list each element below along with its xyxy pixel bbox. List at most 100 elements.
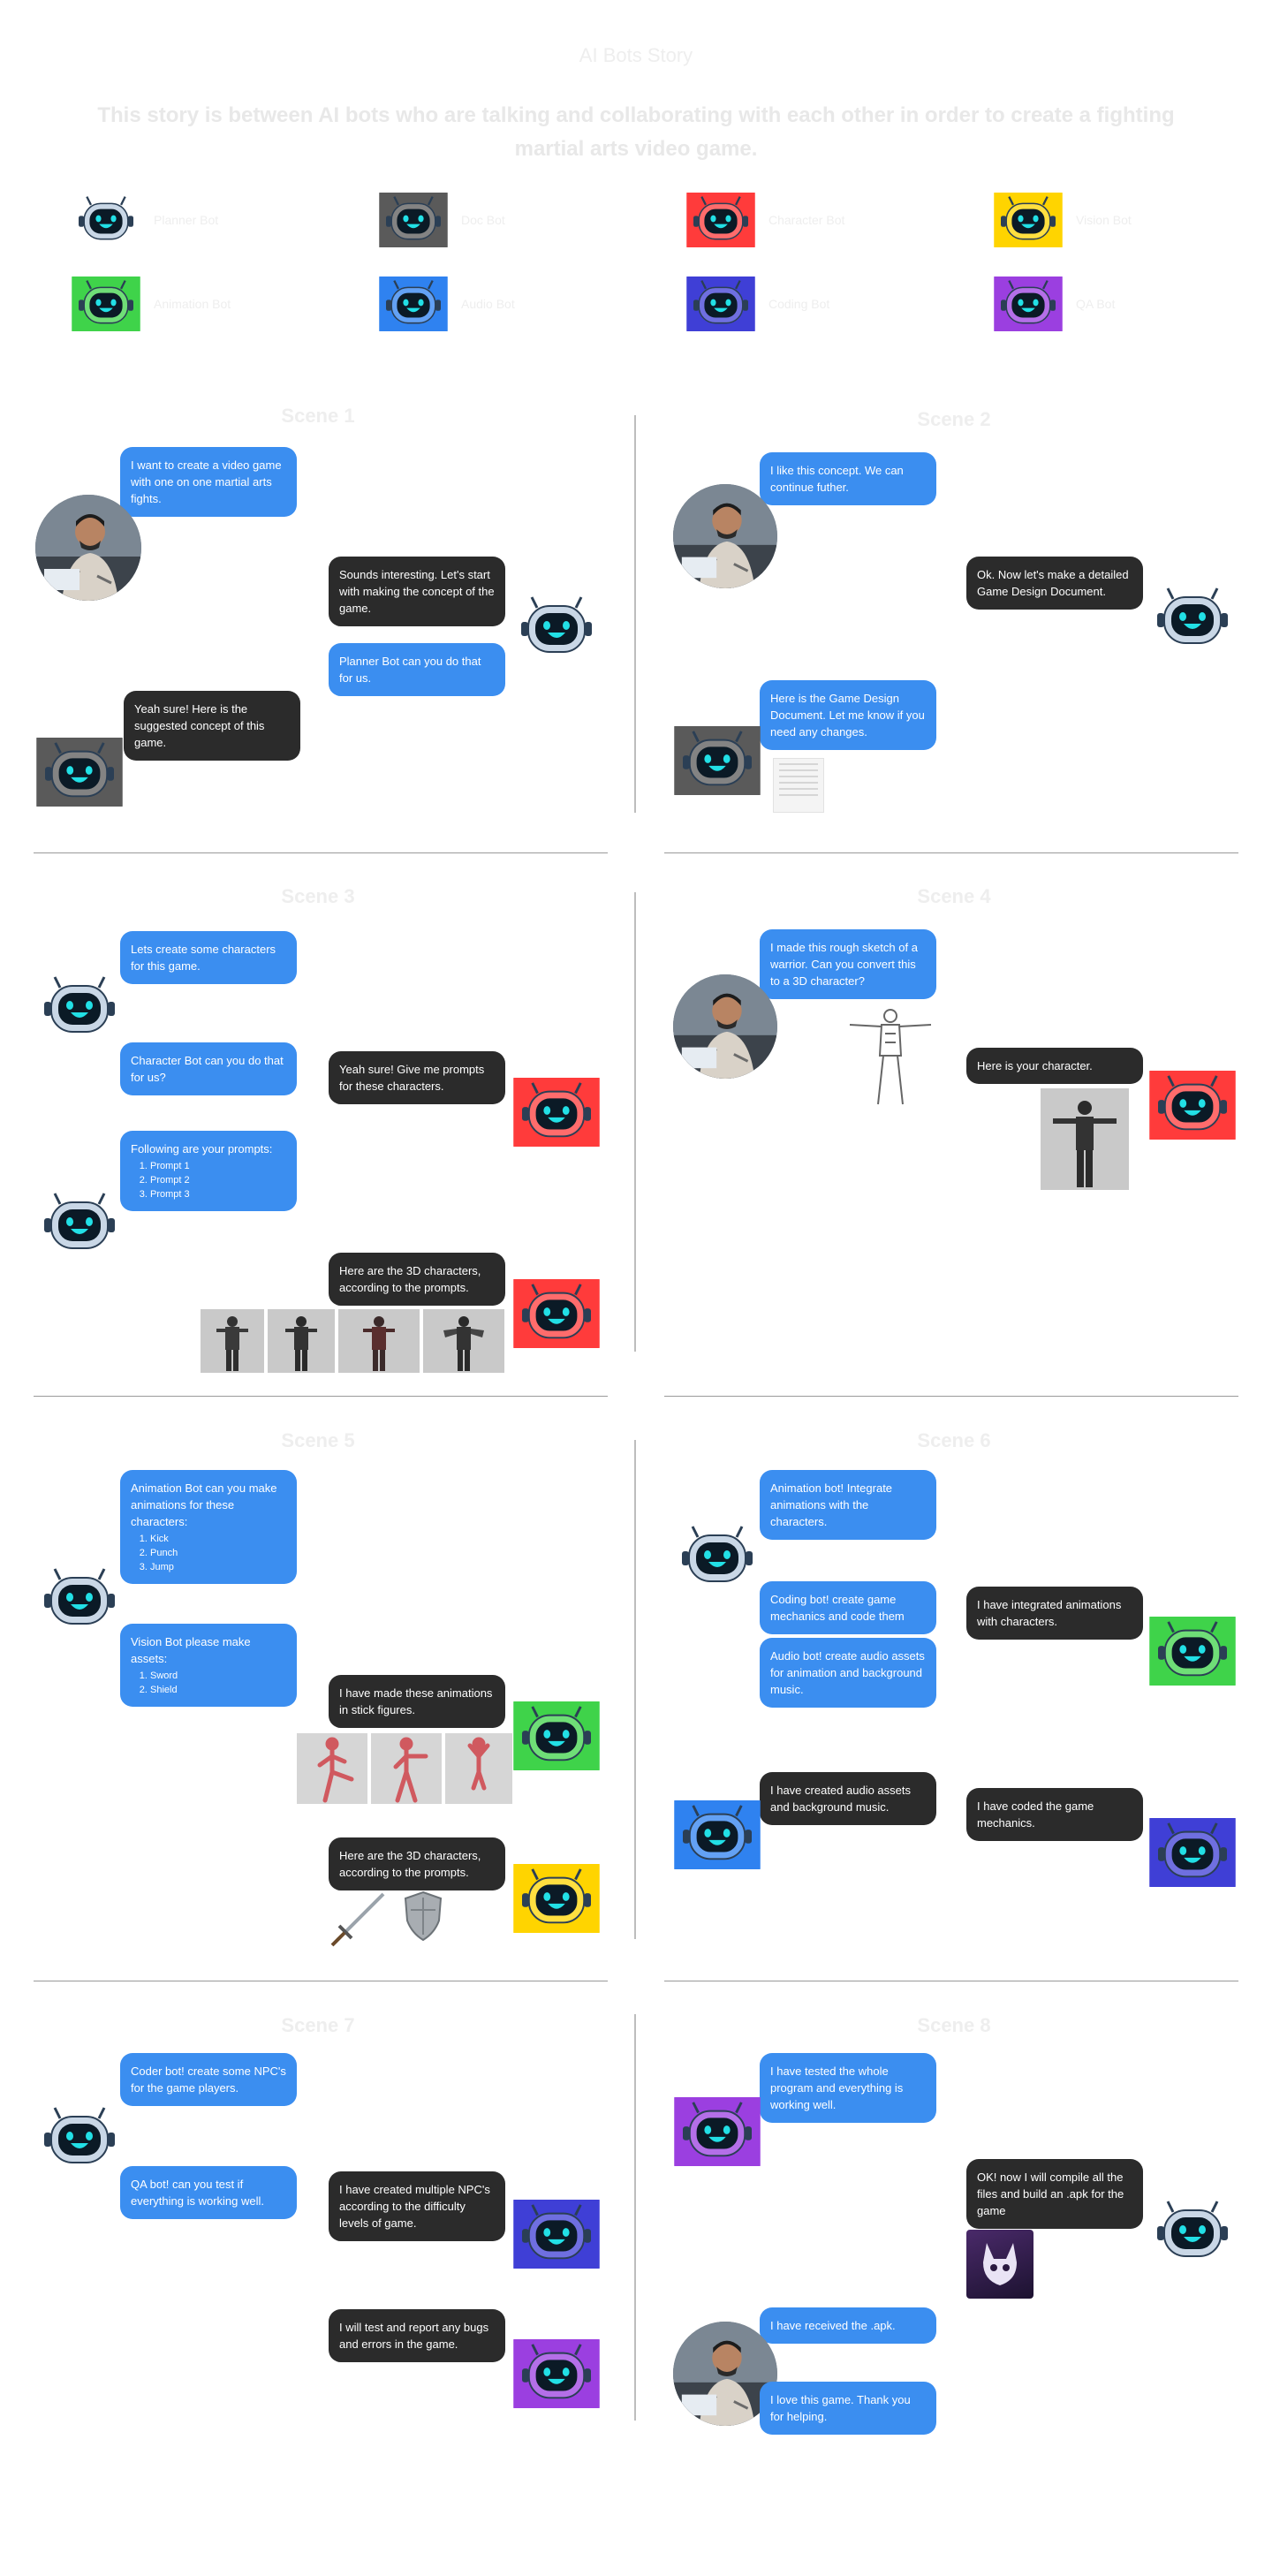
legend-item: Animation Bot xyxy=(71,277,231,331)
chat-bubble: Lets create some characters for this gam… xyxy=(120,931,297,984)
chat-bubble: I made this rough sketch of a warrior. C… xyxy=(760,929,936,999)
divider-horizontal xyxy=(664,1396,1238,1397)
character-render-image xyxy=(338,1309,420,1373)
divider-vertical xyxy=(634,892,636,1352)
legend-item: Audio Bot xyxy=(378,277,515,331)
page-title: AI Bots Story xyxy=(579,44,693,66)
chat-bubble: I have tested the whole program and ever… xyxy=(760,2053,936,2123)
scene-title: Scene 6 xyxy=(917,1429,991,1451)
divider-horizontal xyxy=(664,852,1238,853)
planner-bot-icon xyxy=(35,2102,124,2173)
chat-bubble: QA bot! can you test if everything is wo… xyxy=(120,2166,297,2219)
scene-title: Scene 7 xyxy=(281,2014,355,2036)
character-render-image xyxy=(423,1309,504,1373)
chat-bubble: Vision Bot please make assets: Sword Shi… xyxy=(120,1624,297,1707)
planner-bot-icon xyxy=(512,592,601,663)
character-bot-icon xyxy=(512,1078,601,1147)
chat-bubble: I have integrated animations with charac… xyxy=(966,1587,1143,1640)
planner-bot-icon xyxy=(1148,2196,1237,2267)
legend-label: Planner Bot xyxy=(154,213,219,227)
chat-bubble: I like this concept. We can continue fut… xyxy=(760,452,936,505)
character-bot-icon xyxy=(685,193,756,247)
legend-item: Character Bot xyxy=(685,193,844,247)
stick-figure-kick-image xyxy=(297,1733,367,1804)
chat-bubble: Planner Bot can you do that for us. xyxy=(329,643,505,696)
audio-bot-icon xyxy=(378,277,449,331)
chat-bubble-text: Following are your prompts: xyxy=(131,1142,273,1155)
list-item: Jump xyxy=(150,1560,286,1574)
human-avatar xyxy=(35,495,141,601)
divider-horizontal xyxy=(34,852,608,853)
planner-bot-icon xyxy=(35,972,124,1042)
character-render-image xyxy=(268,1309,335,1373)
chat-bubble: Here are the 3D characters, according to… xyxy=(329,1253,505,1306)
planner-bot-icon xyxy=(35,1188,124,1259)
qa-bot-icon xyxy=(512,2339,601,2408)
legend-label: Coding Bot xyxy=(768,297,830,311)
doc-bot-icon xyxy=(378,193,449,247)
chat-bubble: I have made these animations in stick fi… xyxy=(329,1675,505,1728)
divider-vertical xyxy=(634,2014,636,2421)
chat-bubble: I have created audio assets and backgrou… xyxy=(760,1772,936,1825)
legend-label: Animation Bot xyxy=(154,297,231,311)
chat-bubble: Here is the Game Design Document. Let me… xyxy=(760,680,936,750)
stick-figure-punch-image xyxy=(371,1733,442,1804)
divider-vertical xyxy=(634,1440,636,1939)
chat-bubble: Coding bot! create game mechanics and co… xyxy=(760,1581,936,1634)
animation-bot-icon xyxy=(1148,1617,1237,1686)
planner-bot-icon xyxy=(71,193,141,247)
list-item: Punch xyxy=(150,1546,286,1560)
vision-bot-icon xyxy=(993,193,1064,247)
legend-label: Audio Bot xyxy=(461,297,515,311)
character-bot-icon xyxy=(512,1279,601,1348)
prompt-list: Prompt 1 Prompt 2 Prompt 3 xyxy=(150,1159,286,1201)
list-item: Prompt 1 xyxy=(150,1159,286,1173)
chat-bubble: OK! now I will compile all the files and… xyxy=(966,2159,1143,2229)
chat-bubble-text: Vision Bot please make assets: xyxy=(131,1635,251,1665)
game-app-icon xyxy=(966,2230,1034,2299)
document-thumbnail xyxy=(773,758,824,813)
list-item: Shield xyxy=(150,1683,286,1697)
legend-item: Planner Bot xyxy=(71,193,218,247)
planner-bot-icon xyxy=(673,1521,761,1592)
story-intro: This story is between AI bots who are ta… xyxy=(97,103,1175,161)
chat-bubble: Sounds interesting. Let's start with mak… xyxy=(329,557,505,626)
chat-bubble: Coder bot! create some NPC's for the gam… xyxy=(120,2053,297,2106)
legend-item: Vision Bot xyxy=(993,193,1132,247)
chat-bubble: Following are your prompts: Prompt 1 Pro… xyxy=(120,1131,297,1211)
audio-bot-icon xyxy=(673,1800,761,1869)
warrior-sketch-image xyxy=(846,1007,935,1109)
scene-title: Scene 5 xyxy=(281,1429,355,1451)
sword-icon xyxy=(327,1890,389,1952)
list-item: Sword xyxy=(150,1669,286,1683)
legend-item: Coding Bot xyxy=(685,277,829,331)
character-bot-icon xyxy=(1148,1071,1237,1140)
divider-vertical xyxy=(634,415,636,813)
list-item: Prompt 2 xyxy=(150,1173,286,1187)
chat-bubble: I love this game. Thank you for helping. xyxy=(760,2382,936,2435)
animation-list: Kick Punch Jump xyxy=(150,1532,286,1574)
vision-bot-icon xyxy=(512,1864,601,1933)
chat-bubble: Ok. Now let's make a detailed Game Desig… xyxy=(966,557,1143,610)
scene-title: Scene 1 xyxy=(281,405,355,427)
list-item: Kick xyxy=(150,1532,286,1546)
divider-horizontal xyxy=(34,1396,608,1397)
character-render-image xyxy=(201,1309,264,1373)
animation-bot-icon xyxy=(512,1701,601,1770)
animation-bot-icon xyxy=(71,277,141,331)
shield-icon xyxy=(403,1890,443,1942)
legend-item: Doc Bot xyxy=(378,193,505,247)
doc-bot-icon xyxy=(35,738,124,807)
chat-bubble: I will test and report any bugs and erro… xyxy=(329,2309,505,2362)
human-avatar xyxy=(673,974,777,1079)
legend-label: Vision Bot xyxy=(1076,213,1132,227)
human-avatar xyxy=(673,484,777,588)
legend-label: Character Bot xyxy=(768,213,845,227)
scene-title: Scene 2 xyxy=(917,408,991,430)
planner-bot-icon xyxy=(1148,583,1237,654)
coding-bot-icon xyxy=(1148,1818,1237,1887)
stick-figure-jump-image xyxy=(445,1733,512,1804)
chat-bubble: Here is your character. xyxy=(966,1048,1143,1084)
list-item: Prompt 3 xyxy=(150,1187,286,1201)
chat-bubble: Yeah sure! Give me prompts for these cha… xyxy=(329,1051,505,1104)
